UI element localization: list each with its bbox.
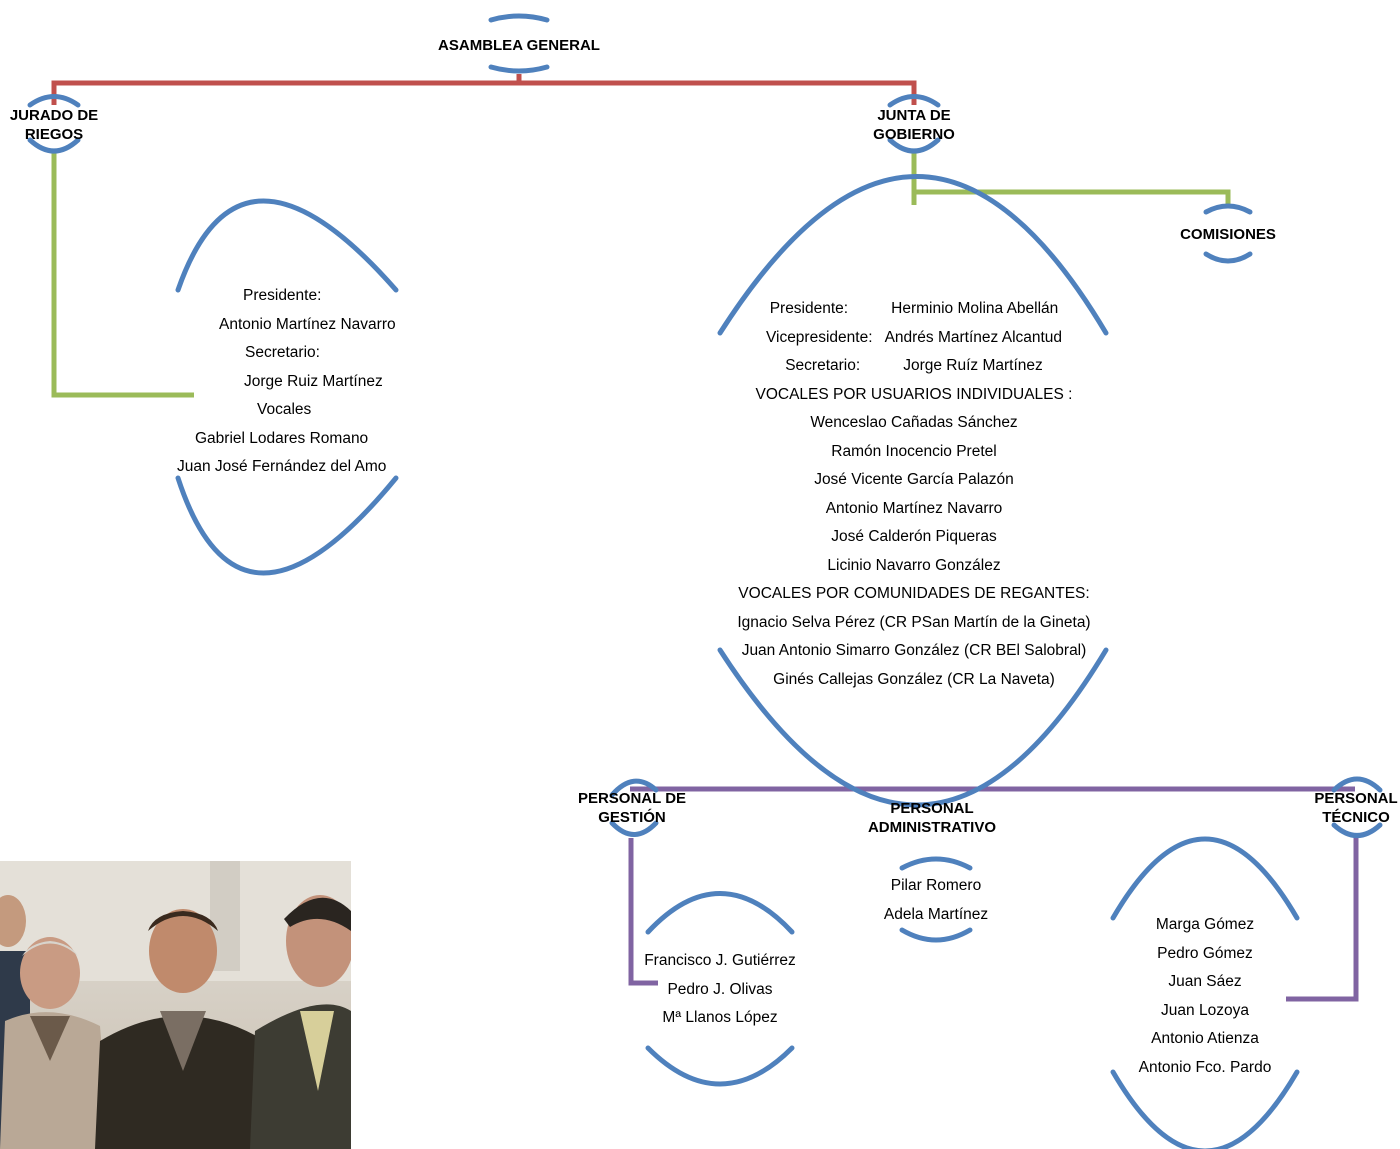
jurado-member: Juan José Fernández del Amo — [177, 458, 387, 475]
junta-members-circle — [717, 174, 1109, 808]
jurado-member: Jorge Ruiz Martínez — [244, 372, 383, 390]
tecnico-node-circle — [1331, 776, 1383, 838]
asamblea-node-circle — [488, 13, 550, 74]
administrativo-member: Pilar Romero — [890, 877, 982, 894]
junta-node-circle — [887, 94, 941, 154]
tecnico-members-circle — [1110, 836, 1300, 1149]
junta-members-list: Presidente: Herminio Molina Abellán Vice… — [697, 295, 1131, 694]
node-junta-de-gobierno: JUNTA DE GOBIERNO — [873, 107, 955, 143]
jurado-member: Gabriel Lodares Romano — [195, 429, 369, 447]
node-jurado-de-riegos: JURADO DE RIEGOS — [9, 107, 99, 143]
node-comisiones: COMISIONES — [1180, 226, 1276, 243]
gestion-node-circle — [609, 778, 659, 837]
node-personal-gestion: PERSONAL DE GESTIÓN — [577, 790, 687, 826]
gestion-members-list: Francisco J. Gutiérrez Pedro J. Olivas M… — [620, 947, 820, 1033]
tecnico-member: Antonio Atienza — [1151, 1030, 1259, 1047]
administrativo-members-list: Pilar Romero Adela Martínez — [856, 872, 1016, 929]
junta-member: Licinio Navarro González — [827, 556, 1001, 574]
node-personal-tecnico: PERSONAL TÉCNICO — [1314, 790, 1398, 826]
junta-member: Antonio Martínez Navarro — [825, 499, 1003, 517]
jurado-member: Secretario: — [245, 344, 320, 361]
personal-connector — [628, 786, 1359, 1002]
administrativo-member: Adela Martínez — [883, 905, 989, 923]
gestion-member: Mª Llanos López — [662, 1009, 778, 1026]
group-photo-illustration — [0, 861, 351, 1149]
gestion-member: Francisco J. Gutiérrez — [644, 952, 796, 969]
jurado-member: Antonio Martínez Navarro — [219, 315, 396, 333]
junta-connector — [911, 150, 1231, 208]
junta-member: VOCALES POR USUARIOS INDIVIDUALES : — [755, 385, 1073, 403]
junta-member: VOCALES POR COMUNIDADES DE REGANTES: — [738, 585, 1090, 602]
tecnico-member: Antonio Fco. Pardo — [1138, 1058, 1272, 1076]
jurado-member: Presidente: — [243, 287, 322, 304]
junta-member: José Vicente García Palazón — [814, 471, 1014, 488]
junta-member: Ignacio Selva Pérez (CR PSan Martín de l… — [737, 613, 1091, 631]
junta-member: José Calderón Piqueras — [831, 528, 997, 545]
administrativo-members-circle — [899, 856, 973, 943]
junta-member: Presidente: Herminio Molina Abellán — [769, 300, 1059, 317]
junta-member: Ginés Callejas González (CR La Naveta) — [773, 670, 1055, 688]
junta-member: Wenceslao Cañadas Sánchez — [810, 414, 1018, 431]
jurado-members-circle — [175, 198, 399, 576]
gestion-members-circle — [645, 891, 795, 1087]
top-connector — [51, 74, 917, 105]
comisiones-node-circle — [1203, 203, 1253, 264]
jurado-member: Vocales — [257, 401, 312, 418]
node-asamblea-general: ASAMBLEA GENERAL — [438, 37, 600, 54]
node-personal-administrativo: PERSONAL ADMINISTRATIVO — [867, 800, 997, 836]
jurado-node-circle — [27, 94, 81, 154]
junta-member: Juan Antonio Simarro González (CR BEl Sa… — [741, 642, 1087, 659]
group-photo — [0, 861, 351, 1149]
tecnico-member: Juan Sáez — [1168, 973, 1242, 990]
tecnico-members-list: Marga Gómez Pedro Gómez Juan Sáez Juan L… — [1105, 911, 1305, 1082]
junta-member: Secretario: Jorge Ruíz Martínez — [785, 357, 1043, 374]
gestion-member: Pedro J. Olivas — [667, 980, 773, 998]
junta-member: Ramón Inocencio Pretel — [831, 442, 997, 460]
tecnico-member: Marga Gómez — [1155, 916, 1255, 933]
tecnico-member: Pedro Gómez — [1157, 944, 1253, 962]
jurado-connector — [51, 150, 194, 398]
tecnico-member: Juan Lozoya — [1161, 1001, 1249, 1019]
junta-member: Vicepresidente: Andrés Martínez Alcantud — [765, 328, 1063, 346]
